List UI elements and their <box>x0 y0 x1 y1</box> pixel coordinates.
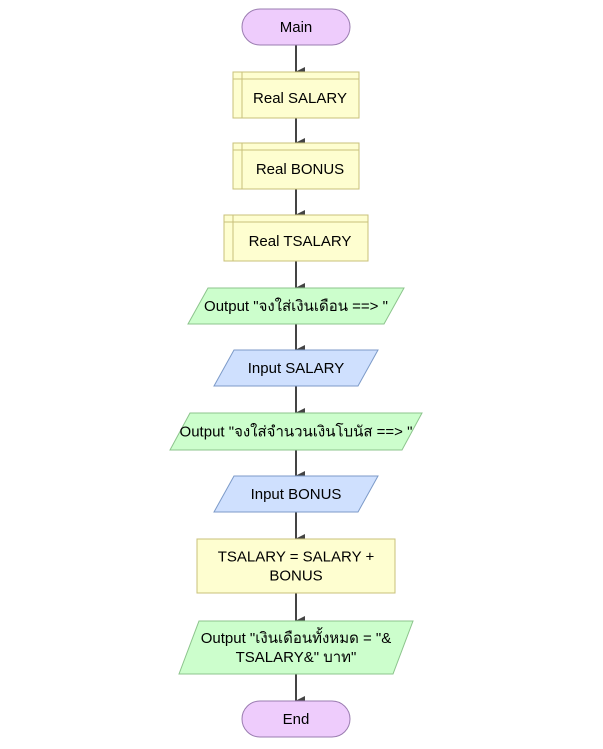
node-declare-tsalary[interactable]: Real TSALARY <box>223 214 369 262</box>
node-declare-bonus[interactable]: Real BONUS <box>232 142 360 190</box>
node-main[interactable]: Main <box>241 8 351 46</box>
declare-shape <box>223 214 369 262</box>
node-label: Input SALARY <box>248 360 344 377</box>
terminal-shape <box>241 700 351 738</box>
node-label: Input BONUS <box>251 486 342 503</box>
node-declare-salary[interactable]: Real SALARY <box>232 71 360 119</box>
node-input-salary[interactable]: Input SALARY <box>213 349 379 387</box>
declare-shape <box>232 142 360 190</box>
node-input-bonus[interactable]: Input BONUS <box>213 475 379 513</box>
node-label: TSALARY&" บาท" <box>236 649 357 666</box>
node-label: TSALARY = SALARY + <box>218 549 375 566</box>
node-label: Output "เงินเดือนทั้งหมด = "& <box>201 627 392 647</box>
process-shape <box>196 538 396 594</box>
input-shape <box>213 475 379 513</box>
node-output-ask-salary[interactable]: Output "จงใส่เงินเดือน ==> " <box>187 287 405 325</box>
node-label: Real BONUS <box>256 161 344 178</box>
node-label: Output "จงใส่เงินเดือน ==> " <box>204 297 388 315</box>
output-shape <box>178 620 414 675</box>
output-shape <box>169 412 423 451</box>
output-shape <box>187 287 405 325</box>
declare-shape <box>232 71 360 119</box>
node-assign-tsalary[interactable]: TSALARY = SALARY + BONUS <box>196 538 396 594</box>
terminal-shape <box>241 8 351 46</box>
node-end[interactable]: End <box>241 700 351 738</box>
node-output-total[interactable]: Output "เงินเดือนทั้งหมด = "& TSALARY&" บ… <box>178 620 414 675</box>
node-label: End <box>283 711 310 728</box>
node-label: Real TSALARY <box>249 233 352 250</box>
input-shape <box>213 349 379 387</box>
node-label: Output "จงใส่จำนวนเงินโบนัส ==> " <box>180 423 413 441</box>
node-label: Real SALARY <box>253 90 347 107</box>
node-output-ask-bonus[interactable]: Output "จงใส่จำนวนเงินโบนัส ==> " <box>169 412 423 451</box>
node-label: Main <box>280 19 313 36</box>
node-label: BONUS <box>269 568 322 585</box>
